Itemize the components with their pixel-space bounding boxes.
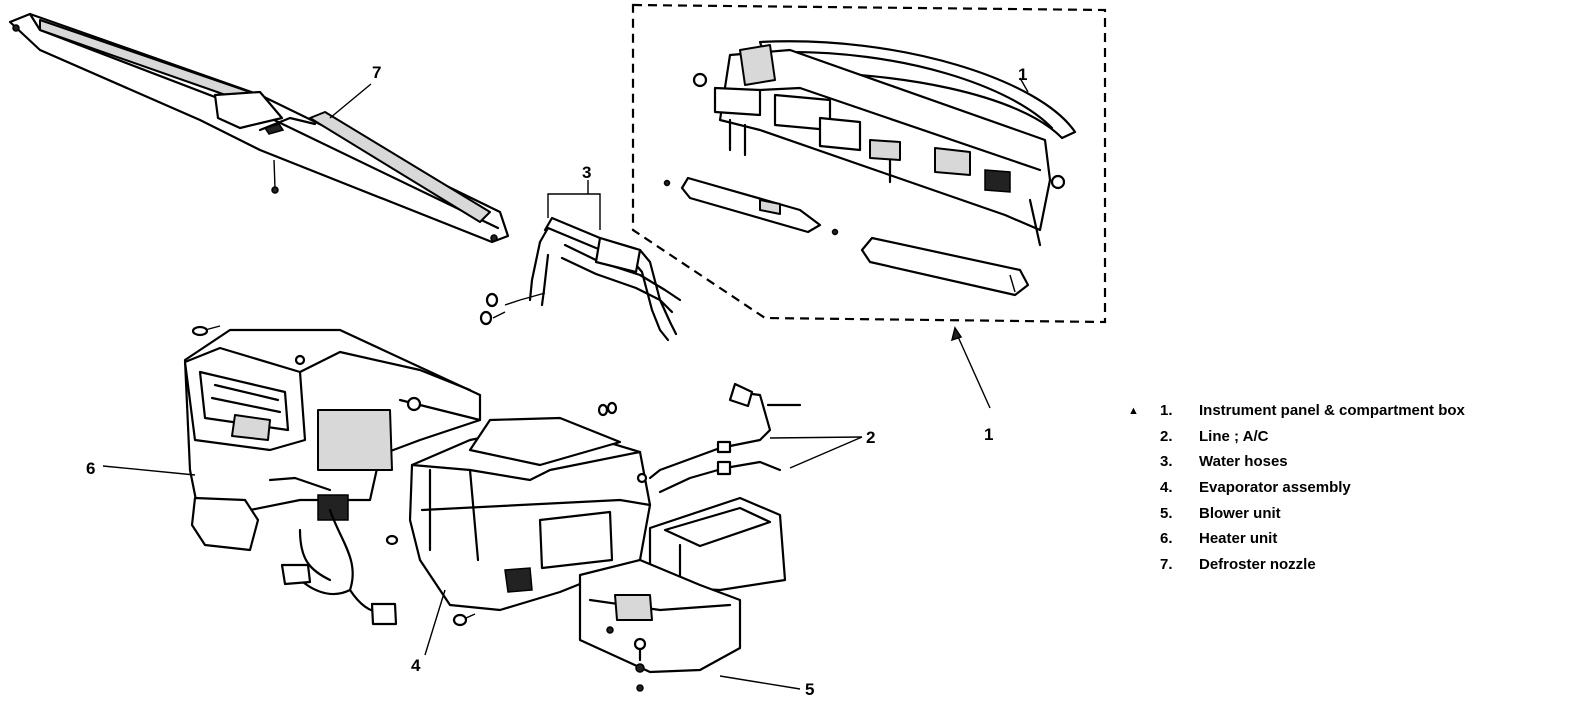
water-hoses-drawing bbox=[504, 216, 682, 342]
fastener-clips bbox=[191, 292, 618, 627]
callout-5: 5 bbox=[805, 680, 814, 699]
legend-num: 3. bbox=[1160, 453, 1173, 471]
callout-1-box: 1 bbox=[1018, 65, 1027, 84]
legend-num: 7. bbox=[1160, 556, 1173, 574]
legend-row-5: 5. Blower unit bbox=[1128, 503, 1580, 529]
wiring-harness-drawing bbox=[280, 508, 398, 626]
legend-row-6: 6. Heater unit bbox=[1128, 528, 1580, 554]
blower-unit-drawing bbox=[578, 496, 787, 692]
callout-4: 4 bbox=[411, 656, 421, 675]
callout-2-leader bbox=[769, 436, 863, 439]
callout-6-leader bbox=[102, 465, 196, 476]
callout-6: 6 bbox=[86, 459, 95, 478]
callout-4-leader bbox=[424, 589, 446, 656]
callout-5-leader bbox=[719, 675, 801, 690]
callout-1-leader bbox=[954, 329, 991, 409]
legend-label: Blower unit bbox=[1199, 504, 1281, 522]
legend-num: 1. bbox=[1160, 402, 1173, 419]
evaporator-assembly-drawing bbox=[408, 416, 652, 612]
legend-label: Evaporator assembly bbox=[1199, 479, 1351, 497]
legend-label: Line ; A/C bbox=[1199, 427, 1269, 445]
legend-row-4: 4. Evaporator assembly bbox=[1128, 477, 1580, 503]
heater-unit-drawing bbox=[183, 328, 482, 552]
legend-num: 4. bbox=[1160, 479, 1173, 497]
callout-3-leader bbox=[547, 193, 601, 230]
legend-num: 6. bbox=[1160, 530, 1173, 548]
callout-3: 3 bbox=[582, 163, 591, 182]
callout-2: 2 bbox=[866, 428, 875, 447]
instrument-panel-group bbox=[631, 3, 1107, 324]
legend-label: Defroster nozzle bbox=[1199, 556, 1316, 574]
legend-row-7: 7. Defroster nozzle bbox=[1128, 554, 1580, 580]
defroster-nozzle-drawing bbox=[8, 12, 510, 244]
legend-label: Instrument panel & compartment box bbox=[1199, 402, 1465, 419]
legend-marker-icon: ▲ bbox=[1128, 405, 1139, 417]
legend-row-2: 2. Line ; A/C bbox=[1128, 426, 1580, 452]
legend-num: 5. bbox=[1160, 504, 1173, 522]
callout-1: 1 bbox=[984, 425, 993, 444]
parts-legend: ▲ 1. Instrument panel & compartment box … bbox=[1128, 400, 1580, 580]
callout-7: 7 bbox=[372, 63, 381, 82]
legend-num: 2. bbox=[1160, 427, 1173, 445]
callout-7-leader bbox=[329, 83, 372, 119]
legend-row-3: 3. Water hoses bbox=[1128, 451, 1580, 477]
legend-row-1: ▲ 1. Instrument panel & compartment box bbox=[1128, 400, 1580, 426]
ac-lines-drawing bbox=[648, 382, 802, 494]
legend-label: Heater unit bbox=[1199, 530, 1278, 548]
legend-label: Water hoses bbox=[1199, 453, 1288, 471]
